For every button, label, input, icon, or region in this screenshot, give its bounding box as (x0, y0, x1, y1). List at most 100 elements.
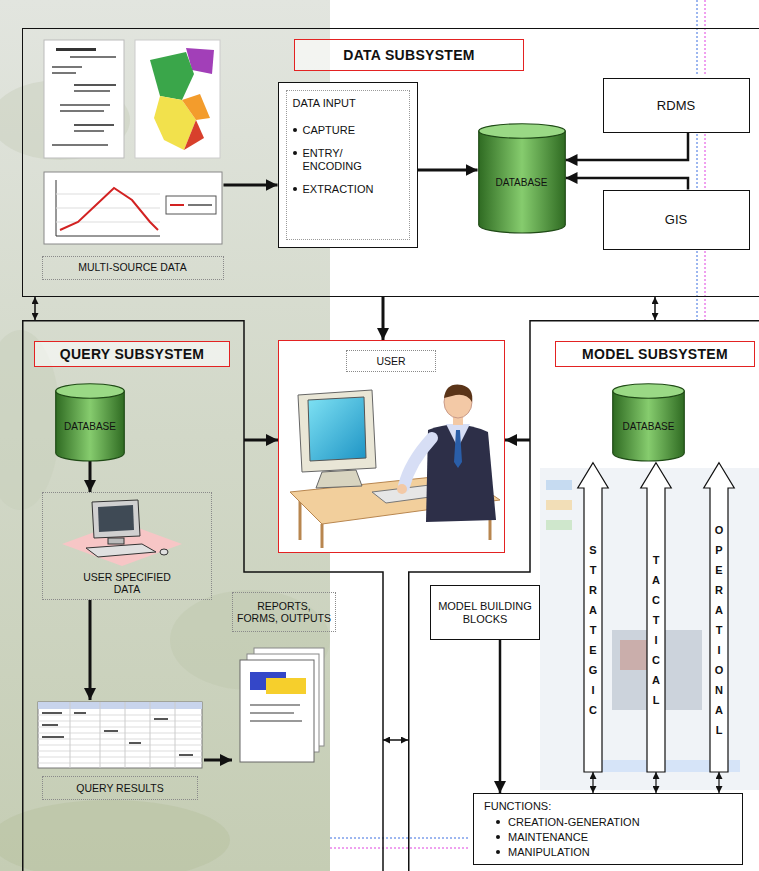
box-title: DATA INPUT (293, 97, 405, 110)
user-at-computer-illustration-part (308, 397, 366, 461)
cylinder-body (478, 131, 565, 233)
vertical-label-slot: TACTICAL (651, 550, 666, 710)
subsystem-panel: QUERY SUBSYSTEM DATABASE USER SPECIFIED DA… (22, 320, 383, 871)
level-arrow: TACTICAL (640, 462, 672, 772)
report-stack-icon-part (266, 678, 306, 694)
arrow-outline (704, 463, 735, 772)
connector-arrow (505, 439, 530, 442)
results-table-icon-part (154, 718, 168, 720)
box-title: FUNCTIONS: (484, 799, 732, 813)
label-text: REPORTS, FORMS, OUTPUTS (236, 600, 332, 625)
label-text: DATABASE (480, 177, 564, 189)
cylinder-top (478, 123, 565, 138)
report-stack-icon-part (250, 720, 302, 722)
label-text: RDMS (610, 98, 743, 113)
connector-arrow (499, 640, 502, 793)
results-table-icon-part (38, 715, 202, 763)
report-stack-icon-part (250, 712, 294, 714)
data-icon-group: USER SPECIFIED DATA (42, 492, 212, 600)
process-box: MODEL BUILDING BLOCKS (430, 585, 540, 640)
document-thumbnail-part (52, 144, 108, 146)
map-thumbnail (135, 40, 220, 158)
group-label: MULTI-SOURCE DATA (42, 256, 224, 280)
software-screenshot-backdrop-part (546, 500, 572, 510)
document-thumbnail-part (56, 48, 96, 51)
document-thumbnail-part (60, 104, 110, 106)
user-at-computer-illustration-part (397, 484, 407, 494)
vertical-label: OPERATIONAL (714, 520, 729, 740)
document-thumbnail-part (52, 72, 76, 74)
system-box: GIS (603, 190, 750, 250)
connector-arrow (34, 297, 36, 320)
user-at-computer-illustration-part (454, 430, 462, 468)
label-text: QUERY RESULTS (46, 782, 194, 795)
label-text: MULTI-SOURCE DATA (46, 261, 220, 274)
label-text: QUERY SUBSYSTEM (38, 346, 226, 362)
user-at-computer-illustration-part (444, 385, 472, 402)
results-table-icon-part (38, 702, 202, 768)
results-table-icon-part (74, 712, 86, 714)
user-label: USER (346, 350, 436, 372)
computer-icon-part (98, 505, 134, 532)
software-screenshot-backdrop-part (546, 520, 572, 530)
system-box: RDMS (603, 78, 750, 133)
computer-icon (62, 500, 182, 566)
map-thumbnail-part (182, 94, 210, 120)
connector-arrow (383, 739, 408, 741)
database-cylinder: DATABASE (612, 383, 685, 461)
line-chart-thumbnail-part (188, 204, 212, 206)
subsystem-heading: QUERY SUBSYSTEM (34, 341, 230, 367)
line-chart-thumbnail-part (56, 180, 160, 236)
vertical-label-slot: OPERATIONAL (714, 520, 729, 740)
group-label: USER SPECIFIED DATA (70, 569, 184, 597)
user-at-computer-illustration-part (298, 390, 376, 472)
results-table-icon-part (42, 712, 62, 714)
guide-lines-part (330, 848, 470, 849)
line-chart-thumbnail (44, 172, 222, 244)
user-box: USER (278, 340, 505, 553)
guide-lines-part (697, 0, 698, 320)
subsystem-heading: MODEL SUBSYSTEM (555, 341, 755, 367)
connector-arrow (566, 133, 689, 161)
label-text: USER SPECIFIED DATA (73, 571, 181, 596)
connector-arrow (204, 759, 232, 762)
database-cylinder: DATABASE (478, 123, 566, 233)
map-thumbnail-part (150, 52, 194, 100)
document-thumbnail-part (52, 66, 82, 68)
list-item: EXTRACTION (293, 183, 405, 196)
panel-outline (23, 321, 383, 871)
computer-icon-part (108, 538, 124, 544)
label-text: DATABASE (57, 421, 123, 433)
results-table-icon-part (179, 754, 193, 756)
line-chart-thumbnail-part (170, 204, 184, 206)
document-thumbnail (44, 40, 124, 158)
level-arrow: STRATEGIC (577, 462, 609, 772)
group-label: REPORTS, FORMS, OUTPUTS (232, 592, 336, 632)
document-thumbnail-part (44, 40, 124, 158)
user-at-computer-illustration-part (321, 524, 324, 548)
line-chart-thumbnail-part (166, 196, 216, 214)
vertical-label: TACTICAL (651, 550, 666, 710)
vertical-label-slot: STRATEGIC (588, 540, 603, 720)
document-thumbnail-part (74, 130, 104, 132)
list-item: CAPTURE (293, 124, 405, 137)
line-chart-thumbnail-part (44, 172, 222, 244)
function-box: FUNCTIONS:CREATION-GENERATIONMAINTENANCE… (473, 793, 743, 865)
software-screenshot-backdrop-part (546, 480, 572, 490)
report-stack-icon-part (250, 704, 300, 706)
connector-arrow (655, 772, 656, 793)
document-thumbnail-part (74, 84, 116, 86)
user-at-computer-illustration-part (316, 470, 362, 488)
shape-outline (577, 462, 609, 772)
report-stack-icon (240, 648, 324, 762)
list-item: CREATION-GENERATION (484, 815, 732, 829)
map-thumbnail-part (135, 40, 220, 158)
document-thumbnail-part (74, 90, 110, 92)
cylinder-body (613, 391, 685, 461)
connector-arrow (718, 772, 719, 793)
document-thumbnail-part (60, 110, 104, 112)
map-thumbnail-part (184, 120, 204, 150)
results-table-icon-part (38, 702, 202, 709)
data-source-group: MULTI-SOURCE DATA (42, 38, 224, 282)
